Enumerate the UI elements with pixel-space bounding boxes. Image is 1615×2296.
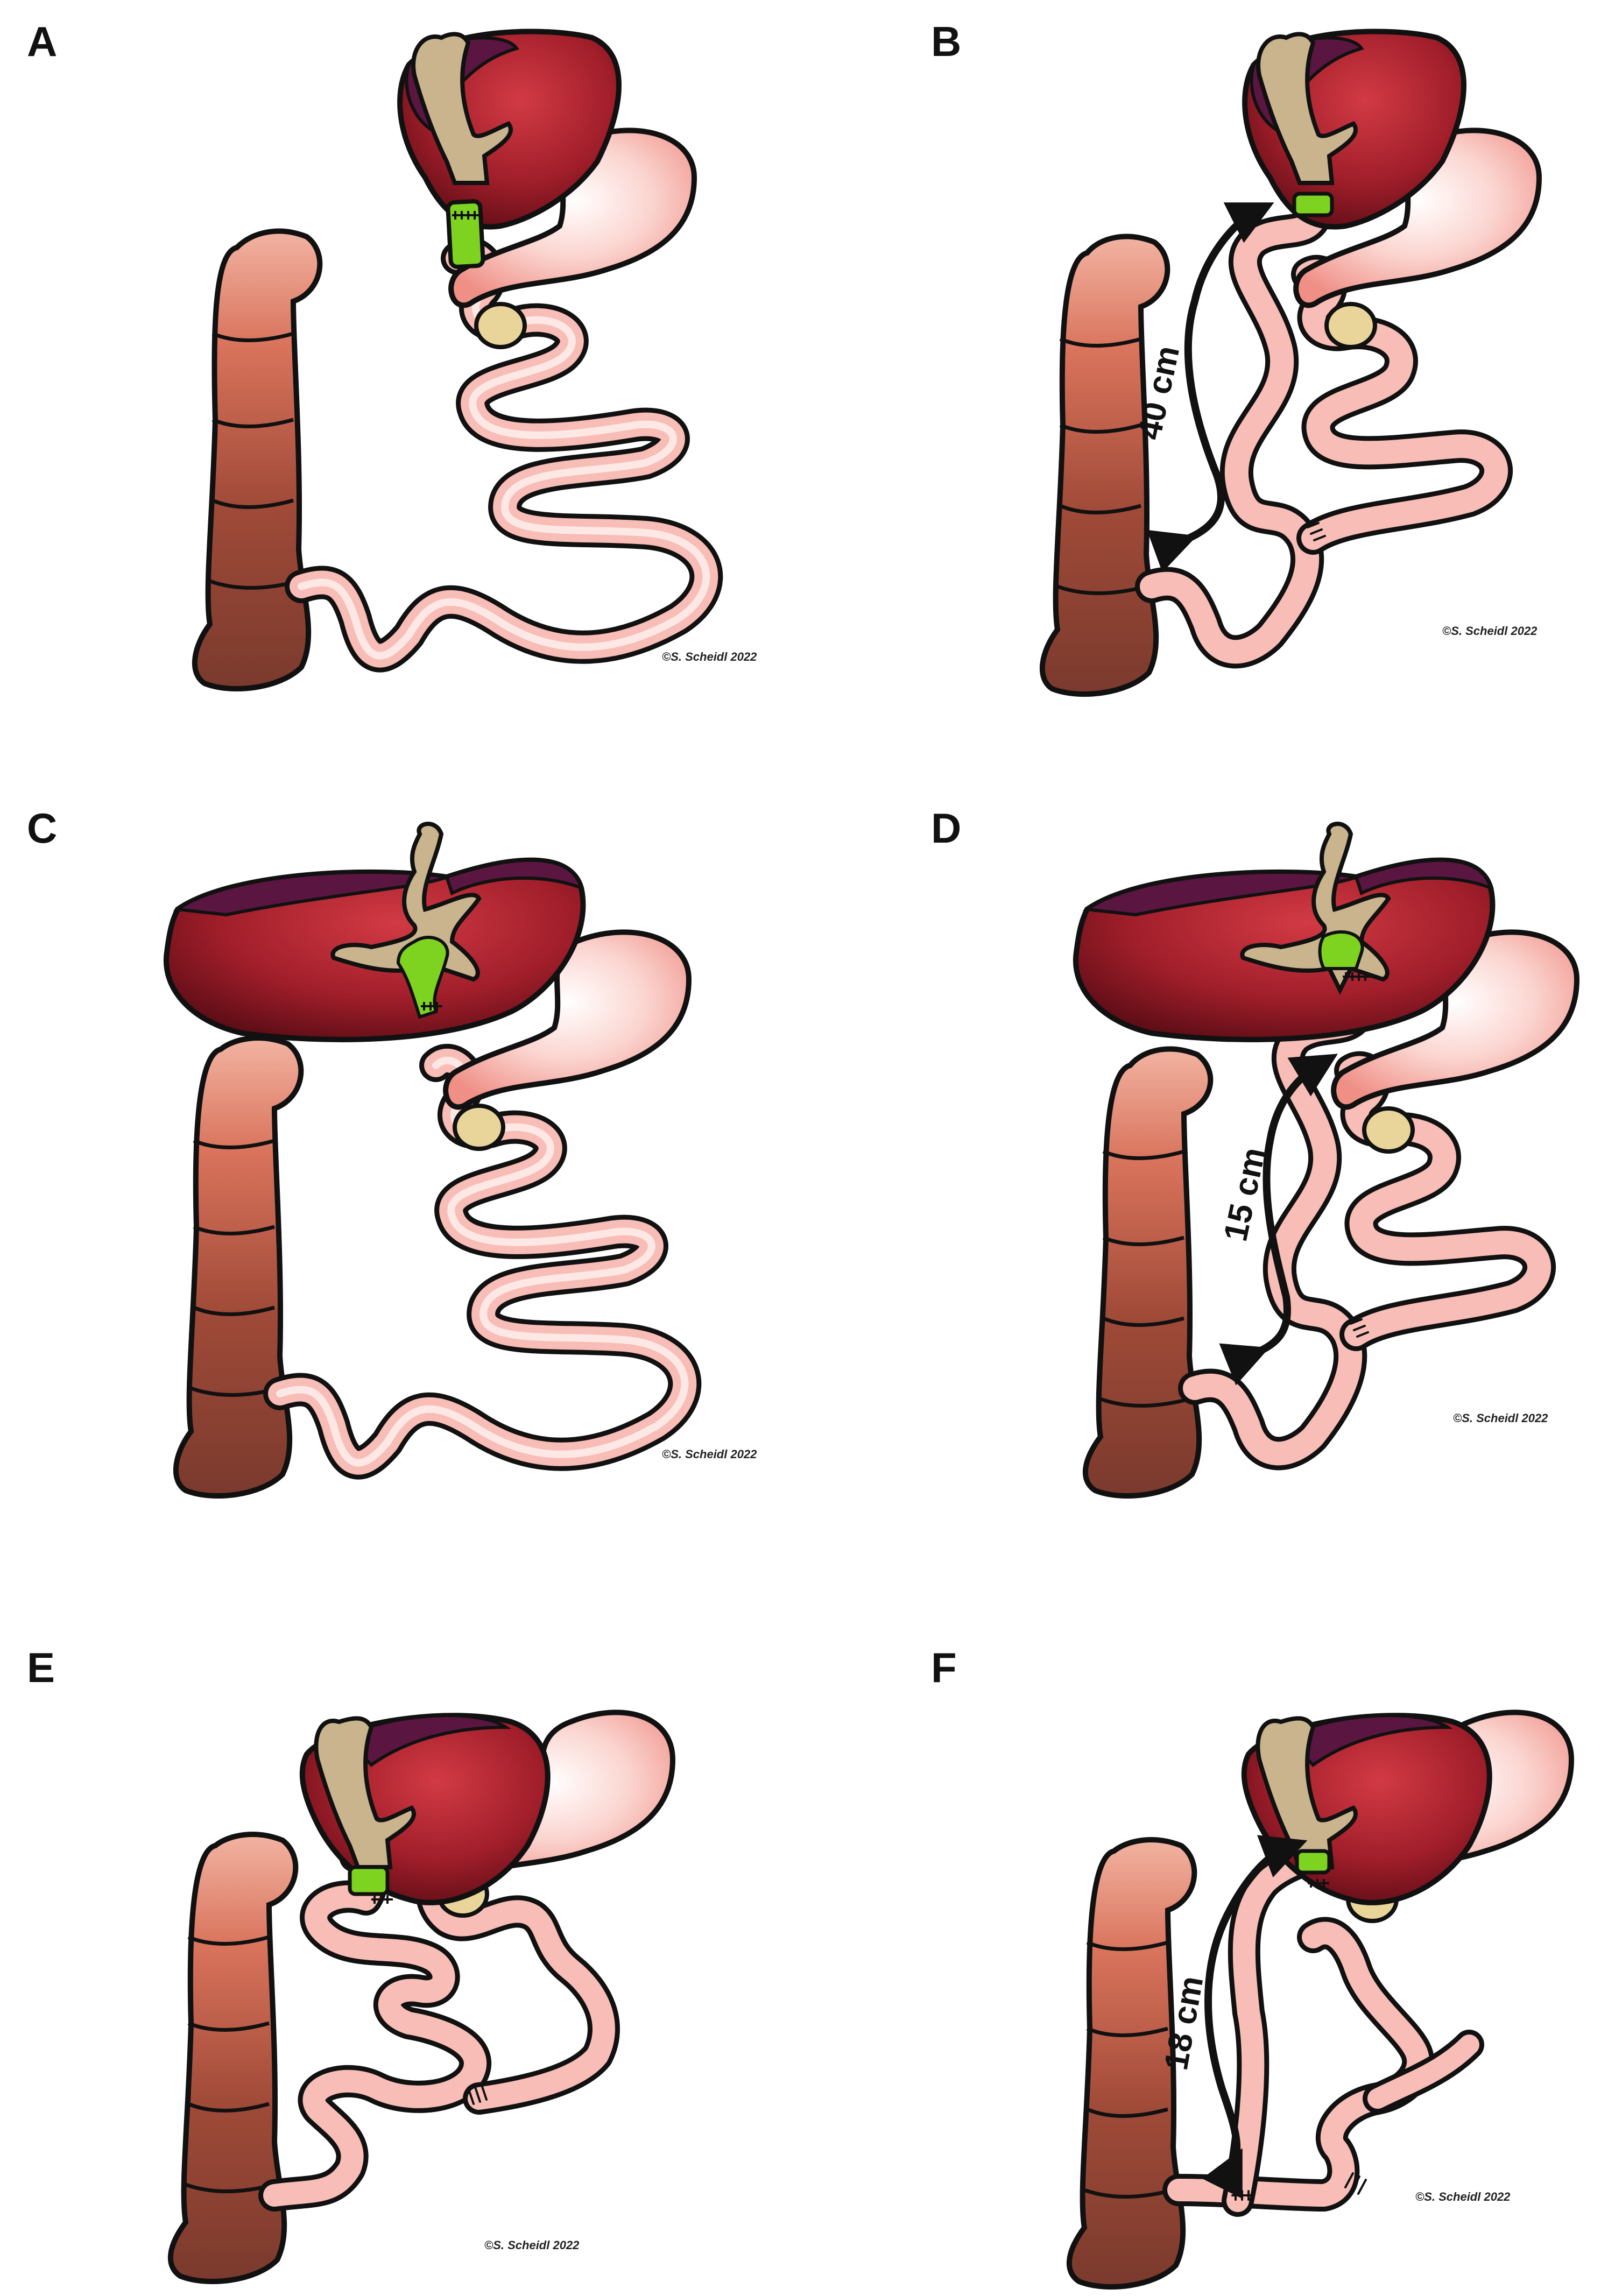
- panel-a: A ©S. Scheidl 2022: [0, 0, 807, 764]
- small-bowel: [285, 236, 723, 673]
- panel-d: D 15 cm ©S. Scheidl 2022: [807, 764, 1615, 1528]
- anatomy-illustration: 15 cm ©S. Scheidl 2022: [1073, 822, 1580, 1499]
- pancreas-head: [474, 302, 527, 349]
- distance-arrow: [1202, 1835, 1308, 2199]
- stomach: [443, 929, 692, 1110]
- colon: [1039, 234, 1170, 697]
- bile-duct: [314, 1716, 416, 1904]
- copyright-text: ©S. Scheidl 2022: [1453, 1411, 1548, 1425]
- panel-letter: D: [931, 804, 962, 852]
- stomach: [448, 128, 697, 308]
- anatomy-illustration: ©S. Scheidl 2022: [167, 1709, 676, 2284]
- pancreas-head: [453, 1104, 505, 1151]
- panel-f: F 18 cm ©S. Schei: [807, 1528, 1615, 2296]
- bile-duct: [1240, 822, 1391, 995]
- panel-letter: C: [27, 804, 58, 852]
- colon: [192, 228, 323, 691]
- panel-letter: E: [27, 1644, 55, 1691]
- colon: [1082, 1046, 1214, 1499]
- colon: [173, 1035, 304, 1499]
- anatomy-illustration: ©S. Scheidl 2022: [163, 822, 757, 1499]
- stomach: [1331, 929, 1580, 1110]
- panel-letter: F: [931, 1644, 957, 1691]
- pancreas-head: [1362, 1106, 1415, 1154]
- copyright-text: ©S. Scheidl 2022: [1442, 624, 1538, 638]
- anatomy-illustration: 40 cm ©S. Scheidl 2022: [1039, 29, 1542, 697]
- small-bowel: [1162, 1840, 1484, 2217]
- bile-duct: [411, 32, 513, 269]
- panel-e: E ©S. Scheidl 2022: [0, 1528, 807, 2296]
- panel-letter: A: [27, 18, 58, 65]
- panel-b: B 40 cm ©S. Scheidl 2022: [807, 0, 1615, 764]
- distance-arrow: [1147, 202, 1274, 573]
- small-bowel: [258, 1840, 620, 2212]
- anatomy-illustration: ©S. Scheidl 2022: [192, 29, 757, 691]
- stomach: [1293, 128, 1542, 308]
- bile-duct: [1256, 32, 1358, 217]
- small-bowel: [263, 1043, 702, 1480]
- copyright-text: ©S. Scheidl 2022: [662, 650, 757, 663]
- colon: [167, 1832, 299, 2284]
- copyright-text: ©S. Scheidl 2022: [662, 1447, 757, 1461]
- anatomy-illustration: 18 cm ©S. Scheidl 2022: [1066, 1709, 1575, 2290]
- copyright-text: ©S. Scheidl 2022: [1415, 2190, 1511, 2203]
- pancreas-head: [1324, 302, 1377, 349]
- bile-duct: [330, 822, 482, 1019]
- distance-arrow: [1219, 1054, 1338, 1386]
- panel-letter: B: [931, 18, 962, 65]
- colon: [1066, 1837, 1197, 2290]
- panel-c: C ©S. Scheidl 2022: [0, 764, 807, 1528]
- copyright-text: ©S. Scheidl 2022: [484, 2238, 580, 2252]
